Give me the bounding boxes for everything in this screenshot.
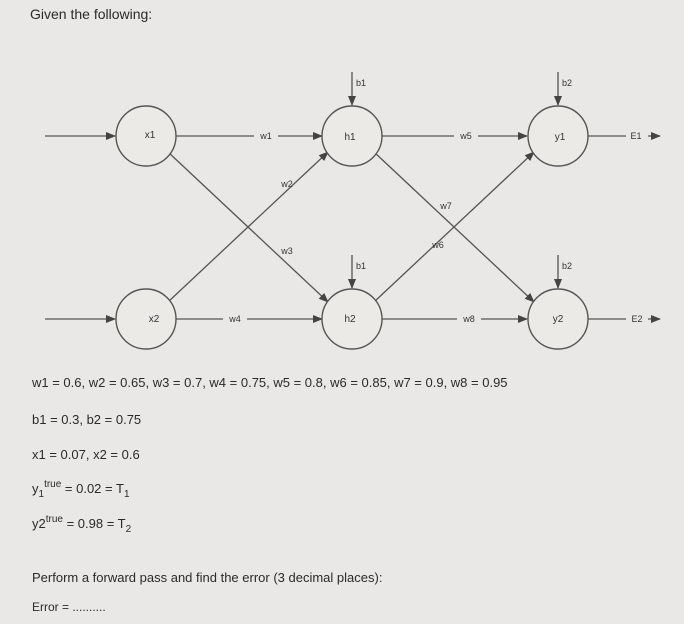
node-h1: [321, 105, 383, 167]
target-y1: y1true = 0.02 = T1: [32, 479, 130, 500]
target-y2: y2true = 0.98 = T2: [32, 514, 131, 535]
error-label: Error =: [32, 600, 73, 614]
node-label-x2: x2: [149, 314, 160, 325]
target-y2-base: y2: [32, 516, 46, 531]
node-label-h2: h2: [344, 314, 356, 325]
bias-label-y1: b2: [562, 78, 572, 88]
weight-label-w1: w1: [259, 131, 272, 141]
target-y2-sup: true: [45, 514, 63, 525]
output-label-e1: E1: [630, 131, 641, 141]
target-y1-base: y: [32, 481, 39, 496]
weight-label-w8: w8: [462, 314, 475, 324]
weight-label-w3: w3: [280, 246, 293, 256]
target-y1-tsub: 1: [123, 489, 130, 500]
target-y1-value: = 0.02 = T: [61, 481, 124, 496]
weight-label-w6: w6: [431, 240, 444, 250]
node-x1: [115, 105, 177, 167]
node-label-x1: x1: [145, 130, 156, 141]
bias-label-y2: b2: [562, 261, 572, 271]
weight-label-w2: w2: [280, 179, 293, 189]
node-label-y2: y2: [553, 314, 564, 325]
bias-label-h2: b1: [356, 261, 366, 271]
error-blank: ..........: [72, 600, 106, 614]
page-title: Given the following:: [30, 6, 153, 22]
weights-values: w1 = 0.6, w2 = 0.65, w3 = 0.7, w4 = 0.75…: [32, 375, 508, 390]
edge-w7: [373, 151, 535, 303]
weight-label-w7: w7: [439, 201, 452, 211]
error-line: Error = ..........: [32, 600, 106, 614]
neural-network-diagram: x1 x2 h1 h2 y1 y2 w1 w2 w3 w4 w5 w6 w7 w…: [45, 72, 661, 350]
node-label-h1: h1: [344, 132, 356, 143]
weight-label-w4: w4: [228, 314, 241, 324]
output-label-e2: E2: [631, 314, 642, 324]
weight-label-w5: w5: [459, 131, 472, 141]
node-y1: [527, 105, 589, 167]
node-y2: [527, 288, 589, 350]
edge-w3: [167, 151, 329, 303]
target-y1-sup: true: [44, 479, 62, 490]
question-text: Perform a forward pass and find the erro…: [32, 570, 383, 585]
target-y2-value: = 0.98 = T: [62, 516, 126, 531]
target-y2-tsub: 2: [125, 524, 132, 535]
biases-values: b1 = 0.3, b2 = 0.75: [32, 412, 142, 427]
node-label-y1: y1: [555, 132, 566, 143]
bias-label-h1: b1: [356, 78, 366, 88]
target-y1-sub: 1: [38, 489, 45, 500]
inputs-values: x1 = 0.07, x2 = 0.6: [32, 447, 140, 462]
node-h2: [321, 288, 383, 350]
node-x2: [115, 288, 177, 350]
